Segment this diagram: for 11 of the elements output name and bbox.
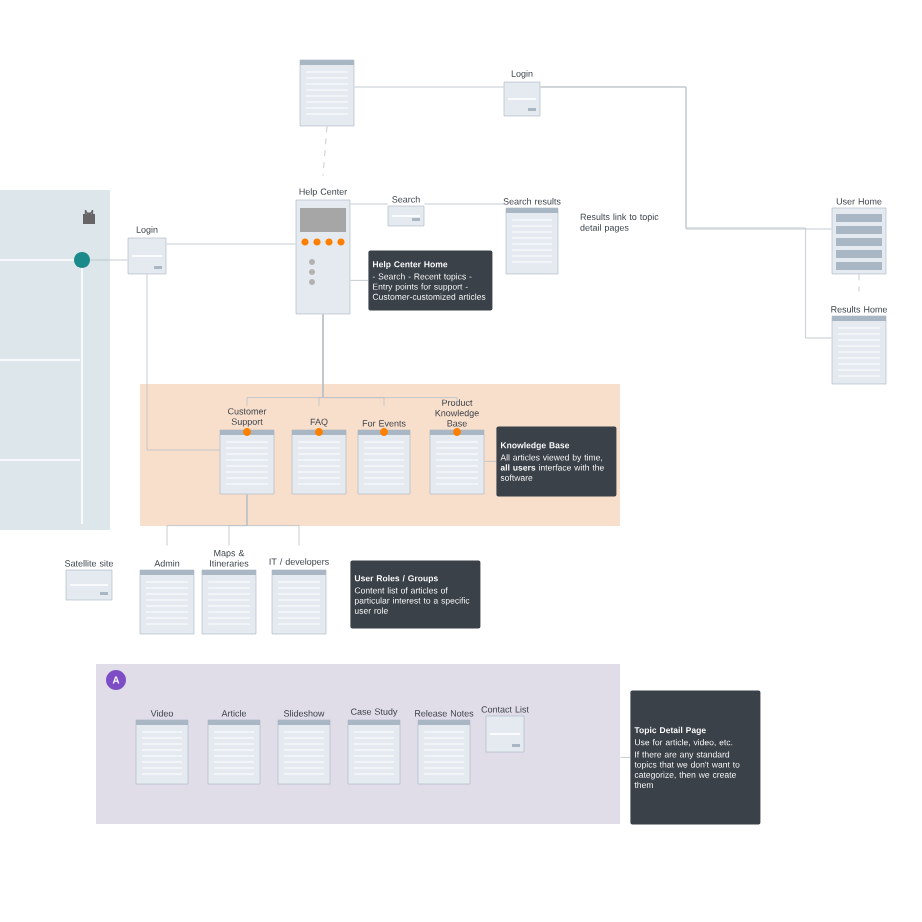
panel-background <box>0 190 110 530</box>
connector <box>484 461 497 462</box>
connector <box>540 86 832 339</box>
page-wireframe <box>299 59 355 127</box>
section-badge <box>74 252 90 268</box>
connector <box>350 280 369 281</box>
connector <box>620 757 631 758</box>
connector <box>146 274 220 451</box>
connector <box>322 314 458 406</box>
connector <box>246 494 300 546</box>
connector <box>322 126 328 176</box>
